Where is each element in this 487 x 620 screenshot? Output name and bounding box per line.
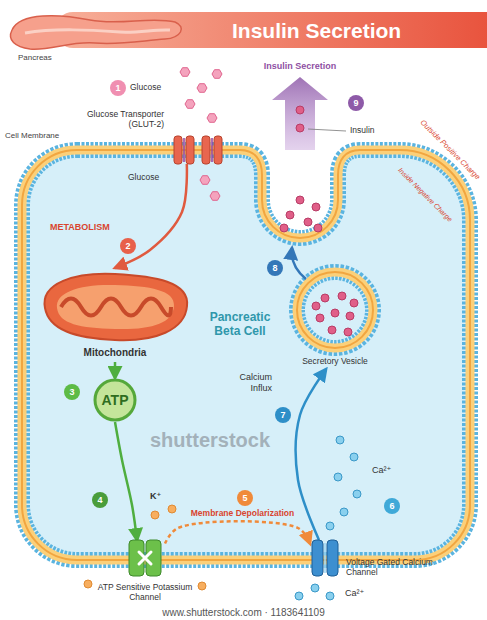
secretion-arrow	[272, 77, 328, 150]
glucose-molecule	[185, 100, 195, 109]
edge-label: METABOLISM	[50, 222, 122, 233]
cristae	[61, 299, 171, 316]
insulin-molecule	[344, 328, 352, 336]
node-text: Voltage Gated Calcium Channel	[346, 557, 434, 577]
glucose-molecule	[212, 70, 222, 79]
edge-label: Membrane Depolarization	[180, 508, 305, 518]
leader-line	[308, 129, 346, 131]
transporter-subunit	[214, 136, 222, 164]
insulin-molecule	[316, 314, 324, 322]
vesicle-membrane-core	[297, 272, 373, 348]
transporter-subunit	[174, 136, 182, 164]
calcium-ion	[311, 584, 319, 592]
channel-subunit	[327, 540, 338, 576]
mitochondrion-inner	[57, 285, 174, 329]
secretory-vesicle-outline	[290, 268, 380, 369]
text-label: Ca²⁺	[372, 465, 391, 476]
atp-circle: ATP	[93, 378, 137, 422]
node-text: Secretory Vesicle	[290, 356, 380, 366]
text-label: K⁺	[150, 491, 161, 502]
node-text: ATP Sensitive Potassium Channel	[95, 582, 195, 602]
callout-number: 8	[267, 260, 283, 276]
potassium-channel: ATP Sensitive Potassium Channel	[125, 540, 165, 576]
channel-subunit	[312, 540, 323, 576]
vesicle-interior	[297, 272, 373, 348]
potassium-ion	[198, 582, 206, 590]
insulin-molecule	[331, 309, 339, 317]
node-text: Mitochondria	[35, 347, 195, 359]
insulin-molecule	[350, 299, 358, 307]
cell-membrane-tails	[22, 150, 470, 560]
cell-membrane-core	[22, 150, 470, 560]
glucose-molecule	[207, 114, 217, 123]
title-band	[55, 12, 487, 48]
text-label: Glucose	[130, 82, 161, 92]
channel-subunit	[129, 540, 144, 576]
vesicle-membrane-heads	[297, 272, 373, 348]
insulin-molecule	[328, 326, 336, 334]
calcium-ion	[326, 592, 334, 600]
mitochondrion-outer	[45, 274, 188, 340]
text-label: Pancreas	[18, 53, 52, 63]
insulin-molecule	[338, 292, 346, 300]
callout-number: 1	[110, 80, 126, 96]
edge-label: Calcium Influx	[220, 372, 272, 394]
cell-membrane-heads	[22, 150, 470, 560]
insulin-molecule	[321, 294, 329, 302]
text-label: Insulin	[350, 125, 375, 135]
callout-number: 9	[348, 95, 364, 111]
callout-number: 7	[275, 407, 291, 423]
secretory-vesicle: Secretory Vesicle	[290, 268, 380, 369]
insulin-molecule	[296, 196, 304, 204]
glucose-molecule	[180, 68, 190, 77]
vesicle-membrane-tails	[297, 272, 373, 348]
text-label: Cell Membrane	[5, 131, 59, 141]
calcium-channel-outline	[310, 540, 340, 576]
transport-path	[183, 138, 185, 162]
transporter-subunit	[186, 136, 194, 164]
channel-pore	[324, 543, 326, 573]
transporter-subunit	[202, 136, 210, 164]
glucose-molecule	[197, 84, 207, 93]
mitochondrion: Mitochondria	[35, 268, 195, 362]
calcium-channel: Voltage Gated Calcium Channel	[310, 540, 340, 576]
cell-interior	[22, 150, 470, 560]
insulin-molecule	[286, 211, 294, 219]
text-label: Insulin Secretion	[250, 61, 350, 72]
insulin-molecule	[346, 312, 354, 320]
callout-number: 6	[384, 498, 400, 514]
potassium-ion	[84, 580, 92, 588]
insulin-molecule	[296, 124, 304, 132]
insulin-molecule	[304, 218, 312, 226]
callout-number: 2	[120, 238, 136, 254]
glucose-transporter-outline	[170, 136, 226, 164]
text-label: Glucose	[128, 172, 159, 182]
title: Insulin Secretion	[232, 18, 401, 43]
calcium-ion	[295, 592, 303, 600]
channel-subunit	[146, 540, 161, 576]
pancreas-duct	[25, 30, 170, 33]
pancreas-shape	[11, 16, 182, 50]
potassium-channel-outline	[125, 540, 165, 576]
node-text: Glucose Transporter (GLUT-2)	[72, 109, 164, 129]
insulin-molecule	[296, 106, 304, 114]
insulin-molecule	[312, 302, 320, 310]
blocked-mark	[139, 552, 151, 564]
text-label: shutterstock	[150, 428, 270, 452]
glucose-transporter: Glucose Transporter (GLUT-2)	[170, 136, 226, 164]
callout-number: 4	[92, 492, 108, 508]
callout-number: 5	[237, 490, 253, 506]
text-label: www.shutterstock.com · 1183641109	[0, 607, 487, 619]
node-text: Pancreatic Beta Cell	[200, 310, 280, 339]
node-text: ATP	[102, 392, 129, 409]
atp-ring	[95, 380, 135, 420]
insulin-molecule	[312, 203, 320, 211]
transport-path	[211, 138, 213, 162]
callout-number: 3	[64, 384, 80, 400]
text-label: Ca²⁺	[345, 588, 364, 599]
